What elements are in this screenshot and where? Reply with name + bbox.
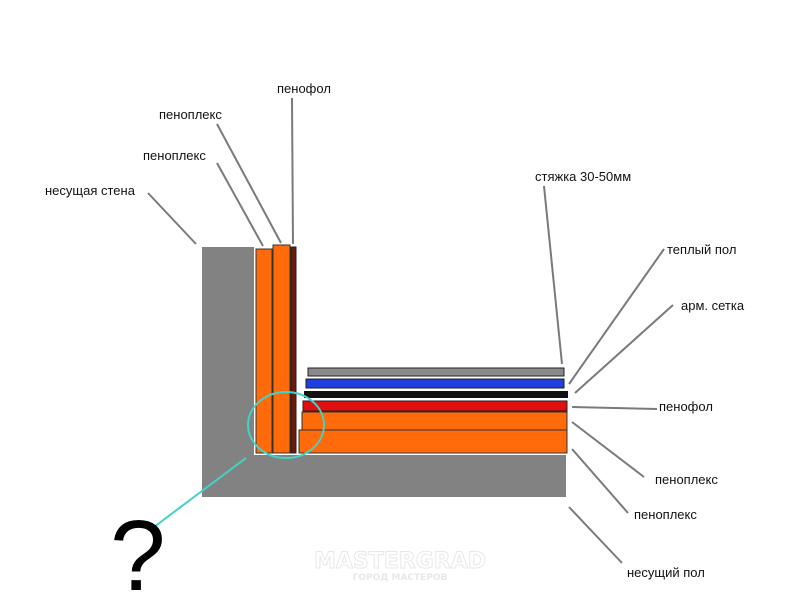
label-penoplex-floor-top: пеноплекс bbox=[655, 472, 718, 487]
labels: пенофол пеноплекс пеноплекс несущая стен… bbox=[45, 81, 745, 580]
floor-layers bbox=[298, 367, 568, 454]
highlight-circle bbox=[247, 391, 325, 459]
label-reinforcement-mesh: арм. сетка bbox=[681, 298, 745, 313]
watermark: MASTERGRAD ГОРОД МАСТЕРОВ bbox=[313, 549, 486, 584]
watermark-brand: MASTERGRAD bbox=[314, 549, 486, 574]
wall-penoplex-inner bbox=[255, 248, 273, 454]
label-penoplex-wall-inner: пеноплекс bbox=[143, 148, 206, 163]
concrete-structure bbox=[202, 247, 566, 497]
floor-screed bbox=[307, 367, 565, 377]
problem-highlight: ? bbox=[110, 391, 325, 600]
label-warm-floor: теплый пол bbox=[667, 242, 736, 257]
question-mark: ? bbox=[110, 500, 166, 600]
label-load-bearing-floor: несущий пол bbox=[627, 565, 705, 580]
floor-penoplex-top bbox=[301, 411, 568, 431]
watermark-subtitle: ГОРОД МАСТЕРОВ bbox=[353, 573, 448, 583]
load-bearing-floor bbox=[252, 455, 566, 497]
label-screed: стяжка 30-50мм bbox=[535, 169, 631, 184]
wall-penoplex-outer bbox=[272, 244, 291, 454]
label-load-bearing-wall: несущая стена bbox=[45, 183, 136, 198]
label-penoplex-floor-bottom: пеноплекс bbox=[634, 507, 697, 522]
floor-penoplex-bottom bbox=[298, 429, 568, 454]
wall-insulation bbox=[255, 244, 297, 454]
label-penoplex-wall-outer: пеноплекс bbox=[159, 107, 222, 122]
load-bearing-wall bbox=[202, 247, 254, 497]
label-penofol-floor: пенофол bbox=[659, 399, 713, 414]
wall-penofol bbox=[290, 246, 297, 454]
leader-lines bbox=[147, 97, 674, 564]
floor-warm-floor bbox=[305, 378, 565, 389]
floor-reinforcement-mesh bbox=[304, 391, 568, 398]
label-penofol-wall: пенофол bbox=[277, 81, 331, 96]
highlight-pointer bbox=[149, 457, 247, 531]
floor-penofol bbox=[302, 400, 568, 412]
